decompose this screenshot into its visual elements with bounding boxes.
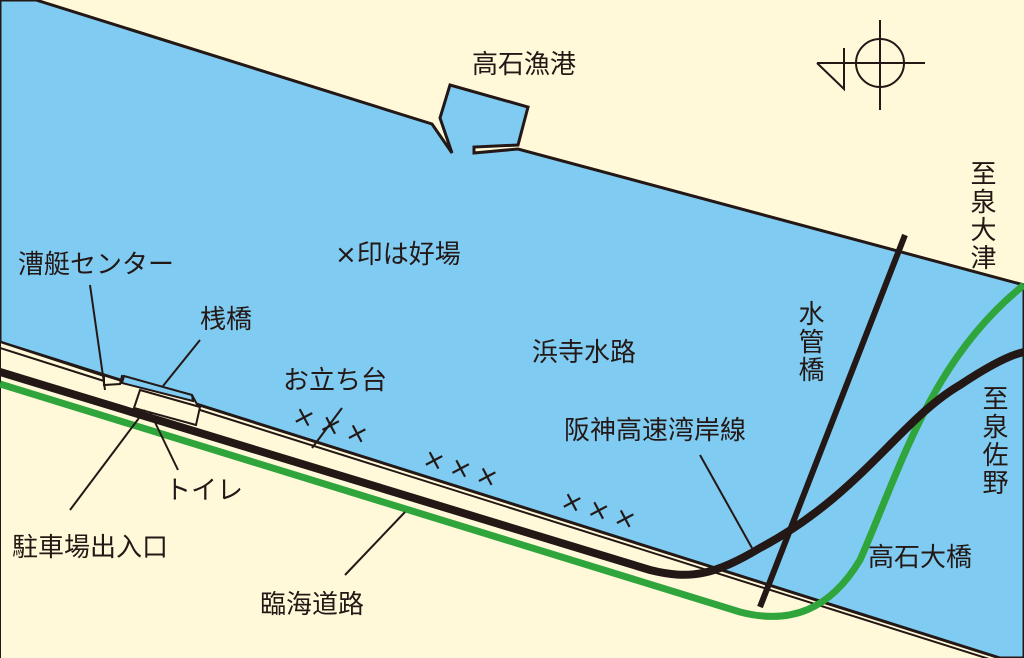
label-expressway: 阪神高速湾岸線 <box>564 416 747 446</box>
left-shore-edge <box>0 347 105 382</box>
label-to-izumisano: 至泉佐野 <box>978 385 1008 497</box>
pipe-bridge-line <box>757 233 908 609</box>
label-parking-entrance: 駐車場出入口 <box>12 533 169 563</box>
pier-structure <box>120 374 195 403</box>
label-good-spot-note: ×印は好場 <box>335 240 461 270</box>
label-waterway: 浜寺水路 <box>532 338 637 368</box>
label-pier: 桟橋 <box>200 305 253 335</box>
toilet-building <box>132 388 202 427</box>
compass-icon <box>816 20 925 110</box>
label-pipe-bridge: 水管橋 <box>794 300 824 384</box>
expressway-black <box>0 348 1024 579</box>
coastal-road-green <box>0 282 1024 620</box>
label-to-izumiotsu: 至泉大津 <box>966 160 996 272</box>
label-takaishi-bridge: 高石大橋 <box>868 543 973 573</box>
leader-lines <box>69 284 753 576</box>
label-toilet: トイレ <box>165 476 244 506</box>
label-odachi: お立ち台 <box>283 366 388 396</box>
label-harbor: 高石漁港 <box>472 50 577 80</box>
label-boat-center: 漕艇センター <box>18 250 175 280</box>
label-coastal-road: 臨海道路 <box>260 590 365 620</box>
